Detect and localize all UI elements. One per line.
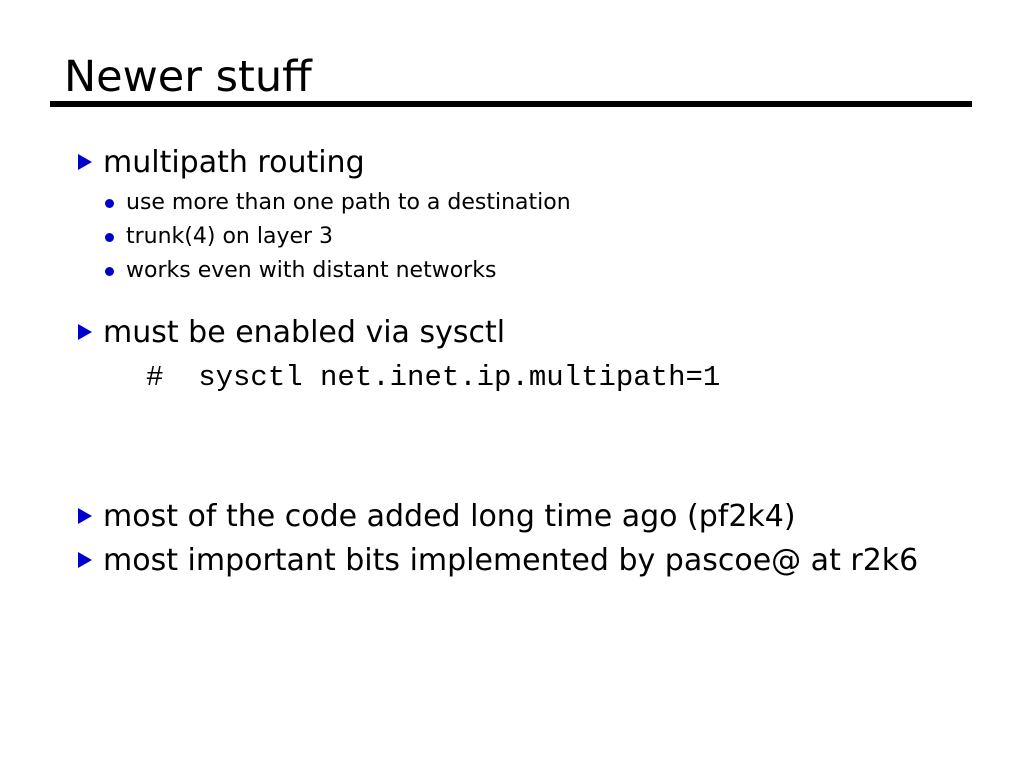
slide-body: multipath routing use more than one path…: [0, 142, 1024, 584]
title-underline-rule: [50, 101, 972, 107]
dot-bullet-icon: [105, 267, 114, 276]
dot-bullet-icon: [105, 233, 114, 242]
sub-bullet-item: works even with distant networks: [0, 254, 1024, 288]
bullet-label: most important bits implemented by pasco…: [103, 543, 919, 578]
triangle-bullet-icon: [78, 324, 92, 340]
command-line-snippet: # sysctl net.inet.ip.multipath=1: [146, 361, 721, 394]
bullet-label: multipath routing: [103, 145, 365, 180]
bullet-item-most-important-bits: most important bits implemented by pasco…: [0, 540, 1024, 582]
sub-bullet-list-multipath: use more than one path to a destination …: [0, 186, 1024, 288]
spacer: [0, 288, 1024, 312]
bullet-item-multipath-routing: multipath routing: [0, 142, 1024, 184]
triangle-bullet-icon: [78, 552, 92, 568]
bullet-item-must-be-enabled-via-sysctl: must be enabled via sysctl: [0, 312, 1024, 354]
sub-bullet-item: use more than one path to a destination: [0, 186, 1024, 220]
sub-bullet-item: trunk(4) on layer 3: [0, 220, 1024, 254]
dot-bullet-icon: [105, 199, 114, 208]
spacer: [0, 400, 1024, 496]
bullet-label: must be enabled via sysctl: [103, 315, 506, 350]
triangle-bullet-icon: [78, 154, 92, 170]
sub-bullet-label: trunk(4) on layer 3: [126, 224, 334, 249]
sub-bullet-label: works even with distant networks: [126, 258, 497, 283]
page-title: Newer stuff: [64, 52, 312, 102]
bullet-label: most of the code added long time ago (pf…: [103, 499, 796, 534]
bullet-item-most-of-the-code: most of the code added long time ago (pf…: [0, 496, 1024, 538]
triangle-bullet-icon: [78, 508, 92, 524]
sub-bullet-label: use more than one path to a destination: [126, 190, 571, 215]
